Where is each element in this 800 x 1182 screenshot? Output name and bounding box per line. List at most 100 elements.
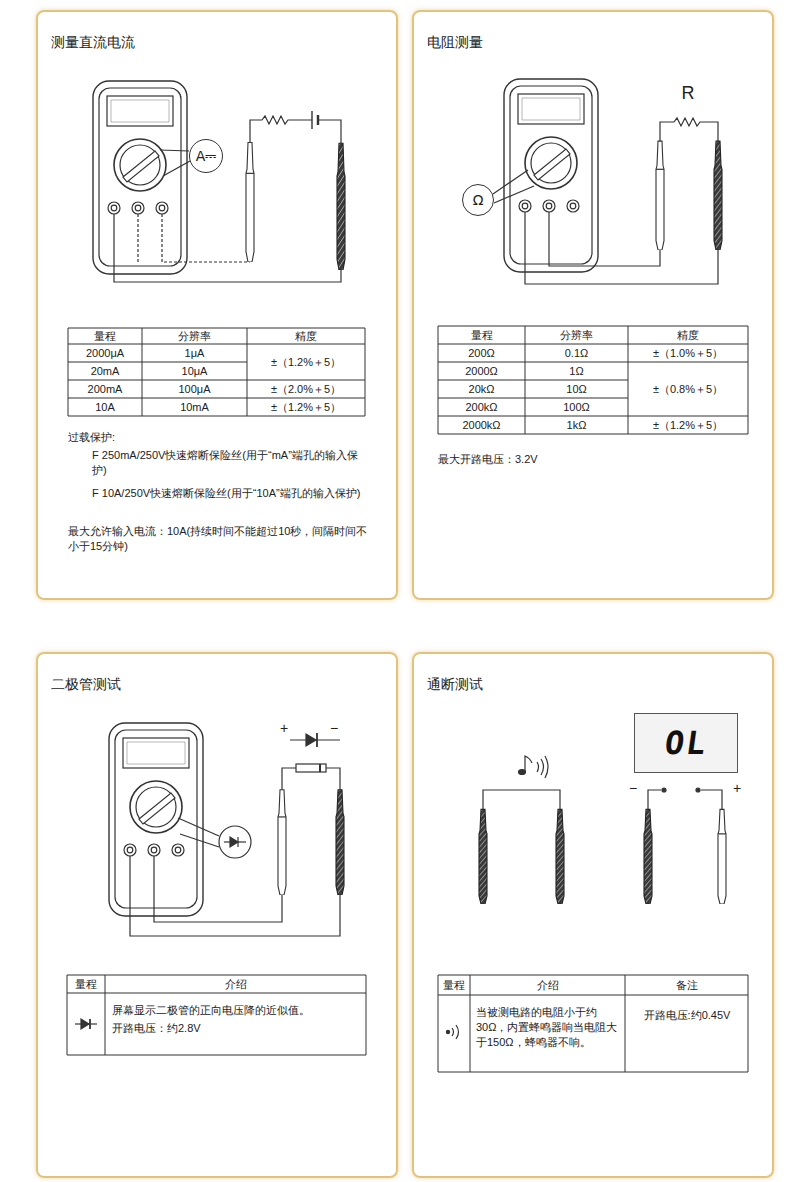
multimeter-figure: [318, 120, 341, 128]
multimeter-figure: [278, 777, 286, 895]
table-cell: 分辨率: [142, 328, 247, 344]
continuity-figure: [718, 798, 726, 904]
table-grid: [438, 344, 748, 345]
multimeter-figure: [237, 837, 238, 847]
table-grid: [438, 380, 628, 381]
lcd-display: OL: [634, 713, 738, 773]
table-grid: [748, 326, 749, 434]
table-cell: 100μA: [142, 380, 247, 398]
multimeter-figure: [162, 214, 250, 262]
table-cell: 介绍: [105, 975, 366, 993]
table-cell: 10Ω: [525, 380, 628, 398]
table-cell: 200kΩ: [438, 398, 525, 416]
table-grid: [438, 416, 748, 417]
table-cell: 量程: [438, 975, 470, 995]
note-text: F 250mA/250V快速熔断保险丝(用于“mA”端孔的输入保护): [92, 448, 367, 478]
table-grid: [438, 975, 748, 976]
continuity-figure: [479, 756, 726, 904]
continuity-symbol: [446, 1025, 458, 1039]
multimeter-figure: [130, 856, 340, 936]
callout-circle: Ω: [462, 184, 494, 216]
multimeter-figure: [246, 128, 254, 262]
multimeter-figure: [336, 777, 344, 895]
table-grid: [68, 328, 365, 416]
table-cell: −: [626, 780, 640, 796]
table-cell: 1Ω: [525, 362, 628, 380]
diode-symbol: [75, 1019, 97, 1029]
note-text: 最大允许输入电流：10A(持续时间不能超过10秒，间隔时间不小于15分钟): [68, 524, 368, 554]
multimeter-figure: [311, 111, 312, 129]
table-cell: +: [730, 780, 744, 796]
note-text: 屏幕显示二极管的正向电压降的近似值。: [112, 1003, 362, 1018]
table-grid: [68, 328, 365, 329]
continuity-figure: [483, 790, 560, 798]
multimeter-figure: [137, 214, 138, 262]
table-cell: ±（1.0%＋5）: [628, 344, 748, 362]
table-grid: [438, 975, 439, 1072]
table-grid: [68, 380, 365, 381]
table-cell: −: [326, 720, 342, 736]
continuity-symbol: [452, 1025, 459, 1039]
table-cell: 10A: [68, 398, 142, 416]
table-grid: [525, 326, 526, 434]
table-cell: R: [674, 82, 702, 104]
table-grid: [68, 328, 69, 416]
table-grid: [67, 975, 366, 976]
continuity-figure: [644, 798, 652, 904]
table-grid: [438, 995, 748, 996]
multimeter-figure: [93, 81, 187, 274]
multimeter-figure: [296, 764, 326, 772]
table-cell: 量程: [438, 326, 525, 344]
panel-title: 测量直流电流: [51, 34, 396, 52]
multimeter-figure: [306, 734, 316, 746]
table-cell: ±（1.2%＋5）: [247, 398, 365, 416]
table-grid: [68, 344, 365, 345]
table-cell: 10mA: [142, 398, 247, 416]
note-text: 开路电压:约0.45V: [632, 1008, 742, 1023]
table-cell: 2000kΩ: [438, 416, 525, 434]
continuity-figure: [696, 788, 700, 792]
multimeter-figure: [230, 837, 238, 847]
multimeter-figure: [660, 118, 718, 128]
panel: 二极管测试: [36, 652, 398, 1178]
table-grid: [365, 328, 366, 416]
note-text: 过载保护:: [68, 430, 358, 445]
continuity-figure: [479, 798, 487, 904]
panel-title: 电阻测量: [427, 34, 772, 52]
table-cell: 100Ω: [525, 398, 628, 416]
table-grid: [67, 975, 366, 1055]
table-grid: [438, 326, 748, 434]
continuity-figure: [537, 756, 548, 778]
table-grid: [438, 1072, 748, 1073]
diode-symbol: [81, 1019, 89, 1029]
multimeter-figure: [178, 818, 219, 836]
panel-title: 通断测试: [427, 676, 772, 694]
table-grid: [470, 975, 471, 1072]
multimeter-figure: [504, 79, 598, 272]
continuity-symbol: [446, 1030, 449, 1033]
table-grid: [438, 326, 748, 327]
table-grid: [68, 416, 365, 417]
note-text: 当被测电路的电阻小于约30Ω，内置蜂鸣器响当电阻大于150Ω，蜂鸣器不响。: [476, 1005, 621, 1050]
table-cell: ±（0.8%＋5）: [628, 362, 748, 416]
table-grid: [438, 434, 748, 435]
multimeter-figure: [250, 116, 312, 128]
table-grid: [628, 326, 629, 434]
panel: 通断测试 OL: [412, 652, 774, 1178]
table-cell: 精度: [628, 326, 748, 344]
multimeter-figure: [160, 150, 189, 151]
table-grid: [142, 328, 143, 416]
table-grid: [438, 326, 439, 434]
table-grid: [625, 975, 626, 1072]
multimeter-figure: [114, 214, 341, 282]
table-grid: [748, 975, 749, 1072]
table-cell: 1μA: [142, 344, 247, 362]
multimeter-figure: [525, 212, 718, 284]
multimeter-figure: [163, 161, 190, 176]
diode-symbol: [89, 1019, 91, 1029]
table-grid: [105, 975, 106, 1055]
table-cell: 分辨率: [525, 326, 628, 344]
table-grid: [438, 975, 748, 1072]
multimeter-figure: [337, 128, 345, 270]
table-cell: 2000μA: [68, 344, 142, 362]
